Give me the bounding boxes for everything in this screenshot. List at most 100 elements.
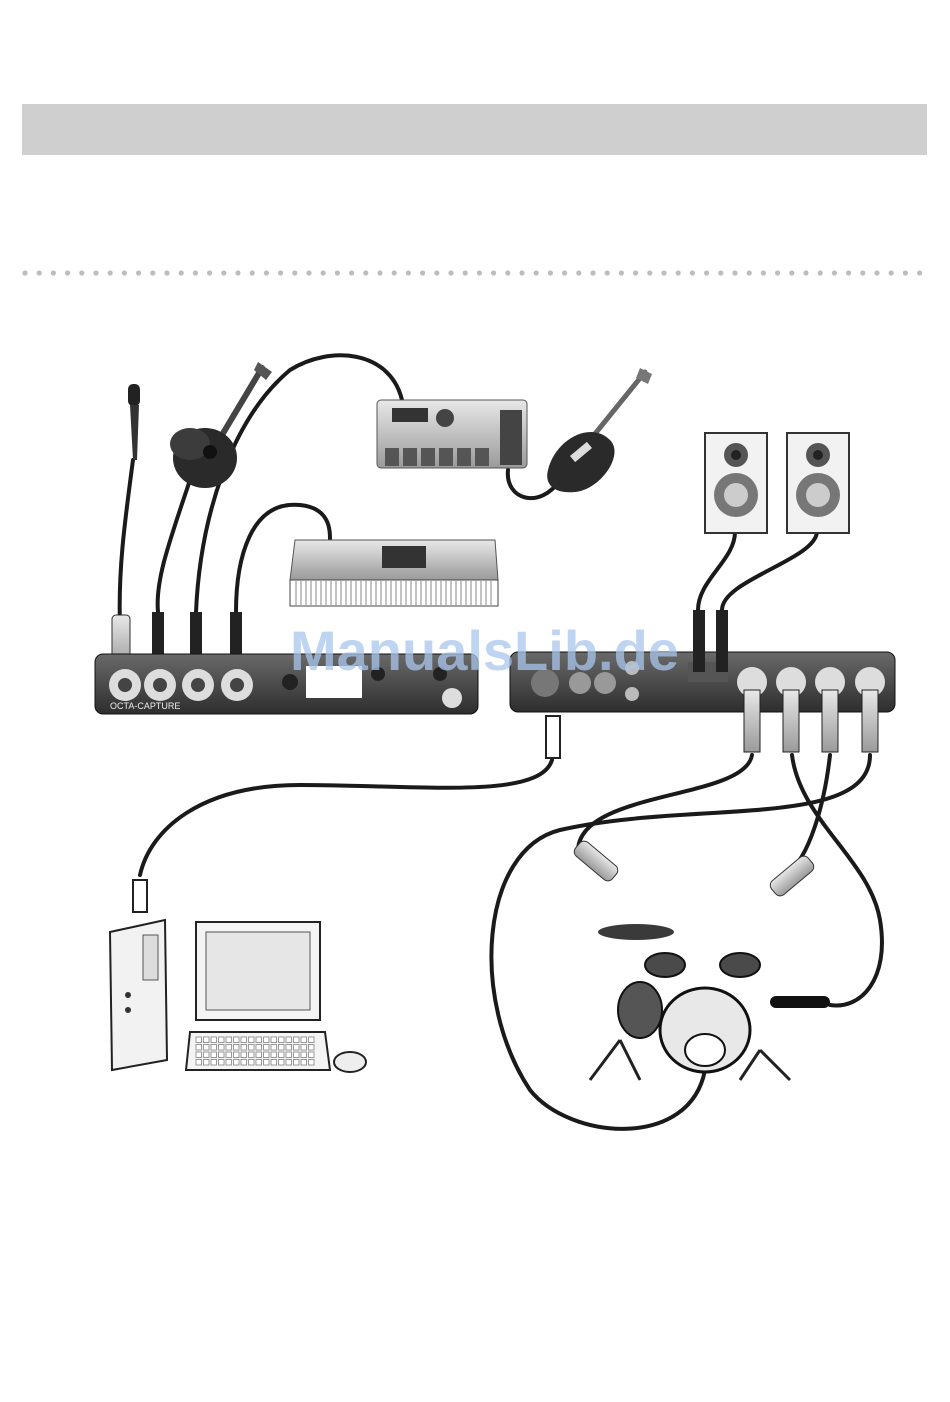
separator-dot [122, 270, 127, 275]
keyboard-key [226, 1060, 232, 1066]
separator-dot [860, 270, 865, 275]
keyboard-key [279, 1045, 285, 1051]
keyboard-key [241, 1052, 247, 1058]
separator-dot [491, 270, 496, 275]
keyboard-key [271, 1045, 277, 1051]
separator-dot [562, 270, 567, 275]
separator-dot [874, 270, 879, 275]
separator-dot [164, 270, 169, 275]
separator-dot [136, 270, 141, 275]
separator-dot [108, 270, 113, 275]
separator-dot [761, 270, 766, 275]
separator-dot [278, 270, 283, 275]
separator-dot [335, 270, 340, 275]
keyboard-key [271, 1060, 277, 1066]
keyboard-key [286, 1037, 292, 1043]
keyboard-key [249, 1037, 255, 1043]
keyboard-key [211, 1060, 217, 1066]
keyboard-key [294, 1052, 300, 1058]
keyboard-key [264, 1037, 270, 1043]
overhead-mic-right-icon [768, 854, 816, 899]
keyboard-key [309, 1060, 315, 1066]
separator-dot [917, 270, 922, 275]
keyboard-key [264, 1045, 270, 1051]
separator-dot [732, 270, 737, 275]
keyboard-key [234, 1045, 240, 1051]
keyboard-key [204, 1052, 210, 1058]
separator-dot [292, 270, 297, 275]
keyboard-key [256, 1052, 262, 1058]
separator-dot [65, 270, 70, 275]
keyboard-key [256, 1045, 262, 1051]
separator-dot [619, 270, 624, 275]
separator-dot [406, 270, 411, 275]
keyboard-key [219, 1045, 225, 1051]
separator-dot [93, 270, 98, 275]
keyboard-key [219, 1037, 225, 1043]
keyboard-key [279, 1037, 285, 1043]
separator-dot [519, 270, 524, 275]
keyboard-key [271, 1052, 277, 1058]
separator-dot [633, 270, 638, 275]
separator-dot [193, 270, 198, 275]
keyboard-key [226, 1052, 232, 1058]
keyboard-key [301, 1060, 307, 1066]
studio-monitor-right-icon [787, 433, 849, 533]
keyboard-key [301, 1052, 307, 1058]
keyboard-key [256, 1037, 262, 1043]
keyboard-key [264, 1060, 270, 1066]
separator-dot [903, 270, 908, 275]
keyboard-key [249, 1052, 255, 1058]
separator-dot [420, 270, 425, 275]
dotted-separator [22, 268, 932, 278]
keyboard-key [211, 1037, 217, 1043]
studio-monitor-left-icon [705, 433, 767, 533]
separator-dot [150, 270, 155, 275]
separator-dot [434, 270, 439, 275]
separator-dot [576, 270, 581, 275]
separator-dot [690, 270, 695, 275]
separator-dot [775, 270, 780, 275]
keyboard-key [286, 1052, 292, 1058]
keyboard-key [204, 1060, 210, 1066]
keyboard-key [204, 1045, 210, 1051]
electric-guitar-icon [547, 368, 652, 492]
separator-dot [889, 270, 894, 275]
keyboard-key [196, 1052, 202, 1058]
separator-dot [250, 270, 255, 275]
separator-dot [448, 270, 453, 275]
keyboard-key [226, 1037, 232, 1043]
keyboard-key [226, 1045, 232, 1051]
keyboard-key [271, 1037, 277, 1043]
watermark-text: ManualsLib.de [290, 619, 679, 682]
keyboard-key [301, 1045, 307, 1051]
acoustic-guitar-icon [170, 362, 272, 488]
keyboard-key [204, 1037, 210, 1043]
keyboard-key [196, 1037, 202, 1043]
separator-dot [548, 270, 553, 275]
separator-dot [477, 270, 482, 275]
connection-diagram: OCTA-CAPTURE [0, 300, 950, 1200]
separator-dot [179, 270, 184, 275]
separator-dot [747, 270, 752, 275]
keyboard-key [249, 1045, 255, 1051]
separator-dot [718, 270, 723, 275]
keyboard-key [264, 1052, 270, 1058]
keyboard-key [279, 1060, 285, 1066]
keyboard-key [286, 1060, 292, 1066]
computer-icon [110, 880, 366, 1072]
microphone-icon [128, 384, 140, 460]
keyboard-key [309, 1037, 315, 1043]
keyboard-key [241, 1037, 247, 1043]
drum-kit-icon [590, 924, 830, 1080]
separator-dot [221, 270, 226, 275]
separator-dot [51, 270, 56, 275]
separator-dot [79, 270, 84, 275]
separator-dot [37, 270, 42, 275]
separator-dot [789, 270, 794, 275]
keyboard-key [256, 1060, 262, 1066]
separator-dot [321, 270, 326, 275]
separator-dot [846, 270, 851, 275]
separator-dot [463, 270, 468, 275]
separator-dot [235, 270, 240, 275]
